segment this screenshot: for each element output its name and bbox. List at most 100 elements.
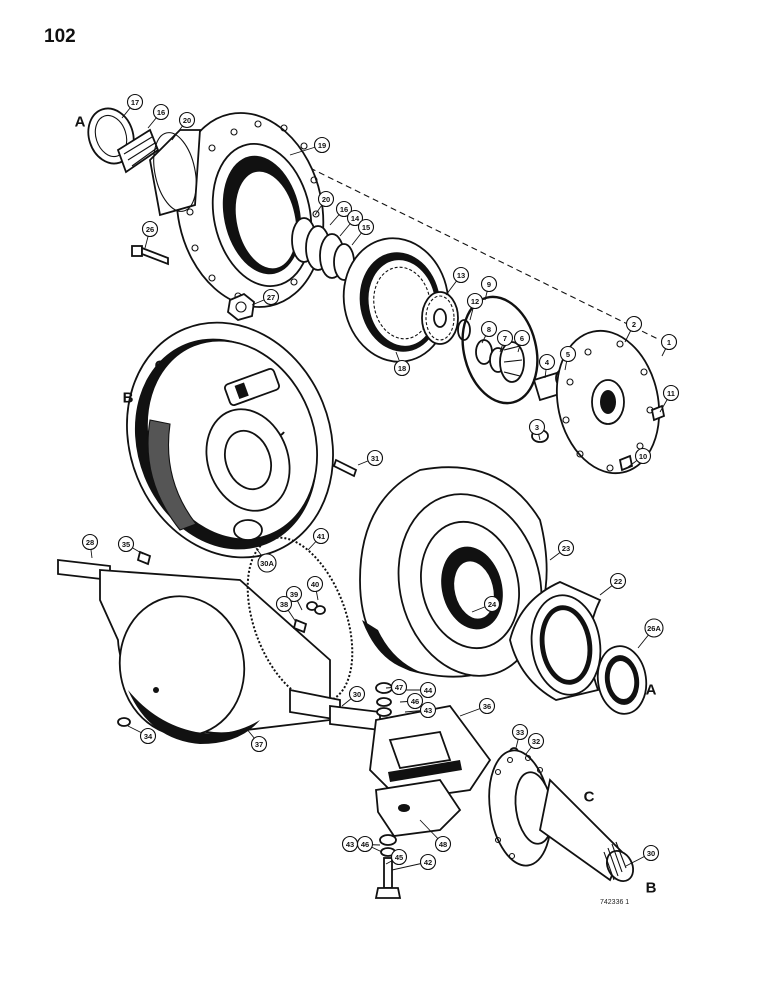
callout-number: 35 <box>122 540 130 549</box>
callout-circle <box>117 535 135 553</box>
washer-43 <box>376 707 392 717</box>
callout-number: 11 <box>667 389 675 398</box>
backing-plate-bolt <box>332 458 358 478</box>
wheel-cylinder <box>224 367 280 407</box>
ref-letter-C-shoe: C <box>155 358 166 375</box>
callout-number: 43 <box>424 706 432 715</box>
callout-number: 30A <box>260 559 274 568</box>
callout-circle <box>390 848 408 866</box>
callout-circle <box>644 618 664 638</box>
callout-number: 7 <box>503 334 507 343</box>
carrier-parts <box>475 339 525 383</box>
callout-number: 48 <box>439 840 447 849</box>
callout-number: 6 <box>520 334 524 343</box>
callout-23: 23 <box>557 539 575 557</box>
axle-shaft <box>329 704 381 732</box>
callout-number: 44 <box>424 686 433 695</box>
callout-number: 1 <box>667 338 671 347</box>
spindle-flange <box>488 749 635 882</box>
callout-number: 32 <box>532 737 540 746</box>
callout-number: 46 <box>361 840 369 849</box>
callout-48: 48 <box>434 835 452 853</box>
callout-35: 35 <box>117 535 135 553</box>
callout-22: 22 <box>609 572 627 590</box>
callout-34: 34 <box>139 727 157 745</box>
callout-43: 43 <box>341 835 359 853</box>
callout-number: 2 <box>632 320 636 329</box>
inner-bearing-stack <box>291 217 355 281</box>
callout-12: 12 <box>466 292 484 310</box>
callout-circle <box>139 727 157 745</box>
callout-number: 5 <box>566 350 570 359</box>
callout-circle <box>346 209 364 227</box>
callout-number: 41 <box>317 532 325 541</box>
callout-number: 26A <box>647 624 661 633</box>
callout-circle <box>250 735 268 753</box>
callout-number: 34 <box>144 732 153 741</box>
callout-number: 45 <box>395 853 403 862</box>
callout-46: 46 <box>406 692 424 710</box>
callout-43: 43 <box>419 701 437 719</box>
ref-letter-B-shoe: B <box>123 390 134 407</box>
callout-circle <box>393 359 411 377</box>
callout-circle <box>312 527 330 545</box>
callout-26A: 26A <box>644 618 664 638</box>
callout-number: 3 <box>535 423 539 432</box>
bearing-cone <box>116 128 160 174</box>
callout-circle <box>275 595 293 613</box>
callout-circle <box>625 315 643 333</box>
o-ring <box>461 295 539 405</box>
callout-number: 36 <box>483 702 491 711</box>
callout-2: 2 <box>625 315 643 333</box>
callout-33: 33 <box>511 723 529 741</box>
brake-lining <box>147 419 197 531</box>
callout-circle <box>419 681 437 699</box>
callout-circle <box>257 553 277 573</box>
ref-letter-C-axle: C <box>584 789 595 806</box>
callout-circle <box>483 595 501 613</box>
callout-46: 46 <box>356 835 374 853</box>
callout-number: 20 <box>183 116 191 125</box>
callout-circle <box>662 384 680 402</box>
callout-circle <box>152 103 170 121</box>
callout-7: 7 <box>496 329 514 347</box>
callout-circle <box>642 844 660 862</box>
callout-18: 18 <box>393 359 411 377</box>
callout-13: 13 <box>452 266 470 284</box>
callout-16: 16 <box>335 200 353 218</box>
bracket-through-bolt <box>374 834 402 899</box>
callout-circle <box>419 853 437 871</box>
callout-circle <box>285 585 303 603</box>
callout-circle <box>478 697 496 715</box>
callout-39: 39 <box>285 585 303 603</box>
callout-20: 20 <box>178 111 196 129</box>
callout-40: 40 <box>306 575 324 593</box>
callout-44: 44 <box>419 681 437 699</box>
callout-3: 3 <box>528 418 546 436</box>
callout-circle <box>559 345 577 363</box>
callout-24: 24 <box>483 595 501 613</box>
callout-number: 27 <box>267 293 275 302</box>
callout-number: 28 <box>86 538 94 547</box>
callout-30: 30 <box>348 685 366 703</box>
axle-seal <box>596 645 648 715</box>
callout-4: 4 <box>538 353 556 371</box>
callout-number: 20 <box>322 195 330 204</box>
callout-circle <box>480 275 498 293</box>
callout-38: 38 <box>275 595 293 613</box>
callout-11: 11 <box>662 384 680 402</box>
ref-letter-A-seal: A <box>646 682 657 699</box>
axle-housing <box>57 536 354 744</box>
drain-plug <box>117 717 131 727</box>
callout-number: 19 <box>318 141 326 150</box>
callout-number: 12 <box>471 297 479 306</box>
callout-number: 18 <box>398 364 406 373</box>
stud-nut <box>314 605 326 615</box>
callout-14: 14 <box>346 209 364 227</box>
brake-assembly <box>126 321 358 559</box>
page-number: 102 <box>44 26 76 47</box>
callout-number: 8 <box>487 325 491 334</box>
callout-27: 27 <box>262 288 280 306</box>
callout-number: 43 <box>346 840 354 849</box>
